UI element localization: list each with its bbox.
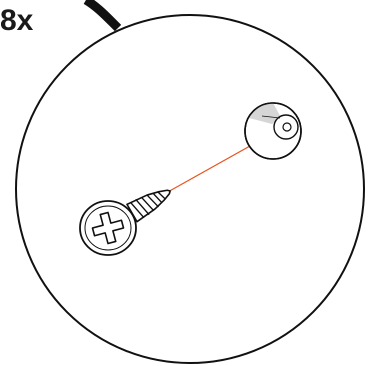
wood-screw-icon (79, 189, 171, 256)
countersunk-hole-icon (244, 102, 302, 160)
quantity-label: 8x (0, 4, 34, 37)
detail-circle (15, 14, 365, 364)
callout-connector (83, 0, 122, 32)
